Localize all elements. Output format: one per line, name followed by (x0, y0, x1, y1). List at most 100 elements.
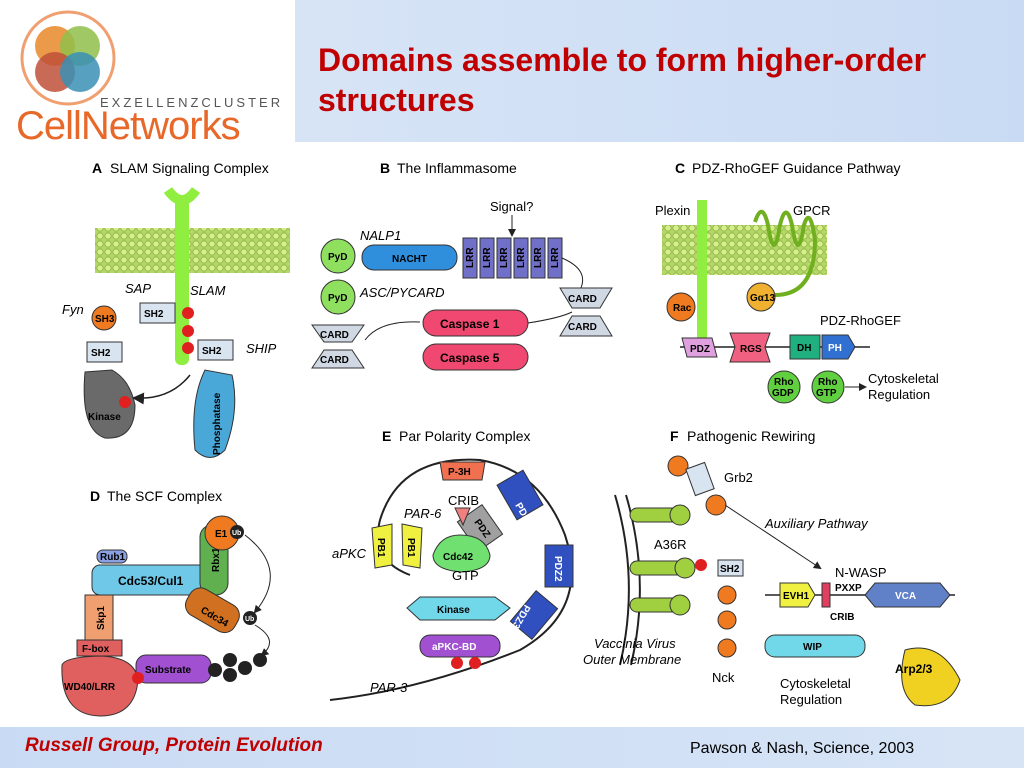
panel-c-title: PDZ-RhoGEF Guidance Pathway (692, 160, 901, 176)
panel-d-title: The SCF Complex (107, 488, 222, 504)
svg-text:Regulation: Regulation (868, 387, 930, 402)
logo-circles-icon (20, 10, 116, 106)
pyd1-label: PyD (328, 252, 347, 263)
panel-b-title: The Inflammasome (397, 160, 517, 176)
panel-b: B The Inflammasome Signal? NALP1 PyD NAC… (311, 160, 613, 371)
svg-text:Nck: Nck (712, 670, 735, 685)
footer-citation: Pawson & Nash, Science, 2003 (690, 740, 915, 757)
membrane-a (95, 228, 290, 273)
svg-text:PB1: PB1 (375, 538, 386, 558)
panel-a-title: SLAM Signaling Complex (110, 160, 269, 176)
svg-text:PB1: PB1 (405, 538, 416, 558)
kinase-label: Kinase (88, 412, 121, 423)
panel-d-letter: D (90, 488, 100, 504)
page-title: Domains assemble to form higher-order st… (318, 42, 927, 118)
panel-e-title: Par Polarity Complex (399, 428, 531, 444)
rgs-label: RGS (740, 344, 762, 355)
svg-text:Cdc42: Cdc42 (443, 552, 473, 563)
svg-text:SH2: SH2 (720, 564, 740, 575)
sh2-fyn-label: SH2 (91, 348, 111, 359)
nacht-label: NACHT (392, 254, 427, 265)
svg-text:LRR: LRR (465, 247, 476, 268)
header-band (295, 0, 1024, 142)
sh2-ship-label: SH2 (202, 346, 222, 357)
svg-text:GTP: GTP (452, 568, 479, 583)
sh2-sap (139, 302, 176, 324)
svg-text:GDP: GDP (772, 388, 794, 399)
svg-text:Arp2/3: Arp2/3 (895, 662, 933, 676)
card2-label: CARD (568, 322, 597, 333)
svg-text:Regulation: Regulation (780, 692, 842, 707)
panel-d: D The SCF Complex Rub1 Cdc53/Cul1 Rbx1 E… (61, 488, 271, 717)
card4-label: CARD (320, 355, 349, 366)
slam-label: SLAM (190, 283, 226, 298)
svg-text:Ub: Ub (232, 530, 241, 537)
pdzrhogef-label: PDZ-RhoGEF (820, 313, 901, 328)
dh-label: DH (797, 343, 811, 354)
plexin-label: Plexin (655, 203, 690, 218)
casp1-label: Caspase 1 (440, 317, 500, 331)
panel-c-letter: C (675, 160, 685, 176)
svg-text:E1: E1 (215, 529, 228, 540)
svg-text:PAR-3: PAR-3 (370, 680, 408, 695)
svg-text:Rho: Rho (818, 377, 837, 388)
sap-label: SAP (125, 281, 151, 296)
panel-a-letter: A (92, 160, 102, 176)
svg-text:aPKC-BD: aPKC-BD (432, 642, 476, 653)
svg-text:Rbx1: Rbx1 (211, 547, 222, 572)
footer-left-text: Russell Group, Protein Evolution (25, 735, 323, 756)
svg-text:LRR: LRR (516, 247, 527, 268)
svg-text:N-WASP: N-WASP (835, 565, 887, 580)
svg-text:PXXP: PXXP (835, 583, 862, 594)
svg-text:Grb2: Grb2 (724, 470, 753, 485)
sh3-fyn (91, 305, 117, 331)
svg-text:Skp1: Skp1 (96, 606, 107, 630)
logo-subtitle: EXZELLENZCLUSTER (100, 95, 284, 110)
svg-text:F-box: F-box (82, 644, 110, 655)
svg-text:Outer Membrane: Outer Membrane (583, 652, 681, 667)
ph-label: PH (828, 343, 842, 354)
svg-text:CRIB: CRIB (830, 612, 854, 623)
svg-text:Ub: Ub (245, 616, 254, 623)
svg-text:EVH1: EVH1 (783, 591, 810, 602)
ga13-label: Gα13 (750, 293, 775, 304)
svg-text:A36R: A36R (654, 537, 687, 552)
svg-text:WD40/LRR: WD40/LRR (64, 682, 116, 693)
gpcr-label: GPCR (793, 203, 831, 218)
sh3-fyn-label: SH3 (95, 314, 115, 325)
fyn-label: Fyn (62, 302, 84, 317)
asc-label: ASC/PYCARD (359, 285, 445, 300)
svg-text:Cytoskeletal: Cytoskeletal (868, 371, 939, 386)
slam-receptor (175, 195, 189, 365)
svg-text:aPKC: aPKC (332, 546, 367, 561)
panel-f-letter: F (670, 428, 679, 444)
svg-text:Vaccinia Virus: Vaccinia Virus (594, 636, 676, 651)
p-2 (182, 325, 194, 337)
lrr-repeats: LRR LRR LRR LRR LRR LRR (462, 237, 563, 279)
casp5-label: Caspase 5 (440, 351, 500, 365)
p-1 (182, 307, 194, 319)
svg-text:Kinase: Kinase (437, 605, 470, 616)
logo-wordmark: CellNetworks (16, 104, 241, 148)
pyd2-label: PyD (328, 293, 347, 304)
panel-c: C PDZ-RhoGEF Guidance Pathway Plexin GPC… (655, 160, 939, 404)
figure: A SLAM Signaling Complex SAP SLAM Fyn SH… (61, 160, 961, 717)
svg-text:Cytoskeletal: Cytoskeletal (780, 676, 851, 691)
phosphatase-domain (193, 369, 236, 458)
nalp1-label: NALP1 (360, 228, 401, 243)
svg-text:GTP: GTP (816, 388, 837, 399)
svg-text:VCA: VCA (895, 591, 916, 602)
svg-text:LRR: LRR (482, 247, 493, 268)
panel-e: E Par Polarity Complex P-3H PDZ1 PDZ PDZ… (329, 428, 574, 701)
panel-e-letter: E (382, 428, 391, 444)
card3-label: CARD (320, 330, 349, 341)
ship-label: SHIP (246, 341, 277, 356)
card1-label: CARD (568, 294, 597, 305)
svg-text:CRIB: CRIB (448, 493, 479, 508)
kinase-domain (83, 369, 136, 439)
svg-text:Substrate: Substrate (145, 665, 192, 676)
panel-a: A SLAM Signaling Complex SAP SLAM Fyn SH… (62, 160, 290, 458)
svg-text:PDZ2: PDZ2 (552, 556, 563, 582)
svg-text:LRR: LRR (533, 247, 544, 268)
svg-text:P-3H: P-3H (448, 467, 471, 478)
